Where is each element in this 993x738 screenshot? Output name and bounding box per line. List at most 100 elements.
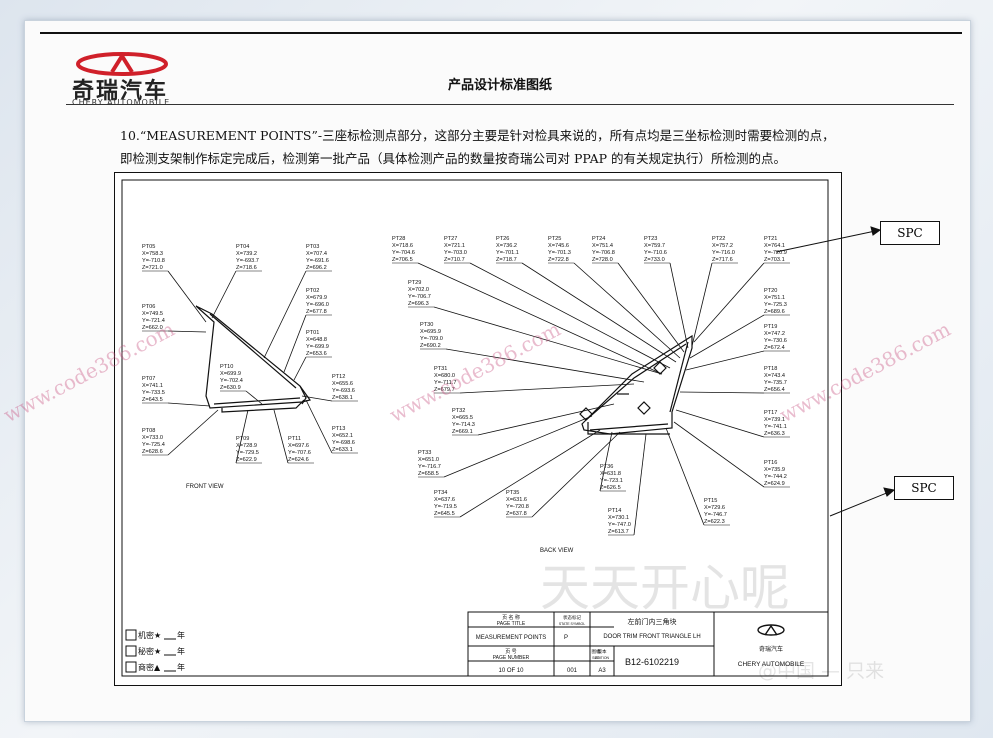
point-y: Y=-725.3: [764, 302, 787, 308]
tb-page-title-en: PAGE TITLE: [497, 621, 526, 627]
leader-line-pt18: [679, 391, 765, 394]
checkbox-secret[interactable]: [125, 645, 137, 657]
point-id: PT09: [236, 436, 249, 442]
tb-part-name-en: DOOR TRIM FRONT TRIANGLE LH: [603, 634, 700, 640]
point-z: Z=672.4: [764, 345, 785, 351]
point-x: X=747.2: [764, 331, 785, 337]
point-x: X=729.6: [704, 505, 725, 511]
point-x: X=743.4: [764, 373, 785, 379]
point-y: Y=-704.6: [392, 250, 415, 256]
point-z: Z=656.4: [764, 387, 785, 393]
point-z: Z=662.0: [142, 325, 163, 331]
point-id: PT32: [452, 408, 465, 414]
front-view-label: FRONT VIEW: [186, 484, 224, 490]
point-y: Y=-693.7: [236, 258, 259, 264]
leader-line-pt27: [469, 262, 671, 369]
security-suffix-3: 年: [177, 662, 185, 672]
security-label-1: 机密★: [138, 630, 161, 640]
point-id: PT26: [496, 236, 509, 242]
point-id: PT22: [712, 236, 725, 242]
tb-company-cn: 奇瑞汽车: [759, 645, 783, 653]
leader-line-pt26: [521, 262, 677, 363]
point-id: PT12: [332, 374, 345, 380]
point-y: Y=-720.9: [764, 250, 787, 256]
leader-line-pt13: [305, 399, 333, 454]
security-suffix-1: 年: [177, 630, 185, 640]
point-id: PT11: [288, 436, 301, 442]
point-x: X=758.3: [142, 251, 163, 257]
point-z: Z=653.6: [306, 351, 327, 357]
point-z: Z=696.2: [306, 265, 327, 271]
spc-arrows: [775, 226, 896, 517]
paragraph-line-1: 10.“MEASUREMENT POINTS”-三座标检测点部分，这部分主要是针…: [120, 128, 835, 143]
point-y: Y=-706.7: [408, 294, 431, 300]
security-classification: 机密★ 年 秘密★ 年 商密▲ 年: [125, 629, 185, 673]
point-id: PT16: [764, 460, 777, 466]
point-id: PT33: [418, 450, 431, 456]
leader-line-pt30: [445, 348, 645, 383]
tb-state-symbol-cn: 状态标记: [563, 614, 581, 621]
point-id: PT23: [644, 236, 657, 242]
point-x: X=736.2: [496, 243, 517, 249]
leader-line-pt15: [665, 427, 705, 526]
leader-line-pt05: [167, 270, 207, 323]
point-id: PT25: [548, 236, 561, 242]
point-z: Z=703.1: [764, 257, 785, 263]
point-y: Y=-707.6: [288, 450, 311, 456]
point-y: Y=-716.7: [418, 464, 441, 470]
tb-edition-en: EDITION: [595, 656, 610, 660]
point-id: PT18: [764, 366, 777, 372]
point-x: X=648.8: [306, 337, 327, 343]
point-y: Y=-702.4: [220, 378, 243, 384]
point-id: PT35: [506, 490, 519, 496]
point-y: Y=-714.3: [452, 422, 475, 428]
drawing-canvas: PT05X=758.3Y=-710.8Z=721.0PT04X=739.2Y=-…: [121, 179, 896, 677]
point-x: X=739.2: [236, 251, 257, 257]
tb-part-number: B12-6102219: [625, 657, 679, 667]
point-y: Y=-698.6: [332, 440, 355, 446]
point-z: Z=669.1: [452, 429, 473, 435]
point-y: Y=-729.5: [236, 450, 259, 456]
checkbox-commercial[interactable]: [125, 661, 137, 673]
point-id: PT04: [236, 244, 249, 250]
leader-line-pt22: [691, 262, 713, 347]
point-y: Y=-701.1: [496, 250, 519, 256]
leader-line-pt33: [443, 415, 593, 478]
leader-line-pt25: [573, 262, 681, 359]
brand-name-cn: 奇瑞汽车: [72, 79, 169, 104]
point-x: X=695.9: [420, 329, 441, 335]
leader-line-pt17: [675, 409, 765, 438]
point-id: PT05: [142, 244, 155, 250]
tb-company-en: CHERY AUTOMOBILE: [738, 661, 805, 668]
leader-line-pt08: [167, 409, 219, 456]
point-y: Y=-703.0: [444, 250, 467, 256]
security-suffix-2: 年: [177, 646, 185, 656]
point-x: X=651.0: [418, 457, 439, 463]
point-y: Y=-691.6: [306, 258, 329, 264]
tb-page-title-value: MEASUREMENT POINTS: [476, 635, 547, 641]
leader-line-pt04: [211, 270, 237, 319]
checkbox-confidential[interactable]: [125, 629, 137, 641]
point-labels: PT05X=758.3Y=-710.8Z=721.0PT04X=739.2Y=-…: [142, 236, 790, 536]
point-y: Y=-706.8: [592, 250, 615, 256]
point-x: X=735.9: [764, 467, 785, 473]
leader-line-pt32: [477, 403, 615, 436]
header-top-rule: [40, 32, 962, 34]
point-z: Z=624.6: [288, 457, 309, 463]
point-id: PT07: [142, 376, 155, 382]
leader-line-pt31: [459, 383, 635, 394]
